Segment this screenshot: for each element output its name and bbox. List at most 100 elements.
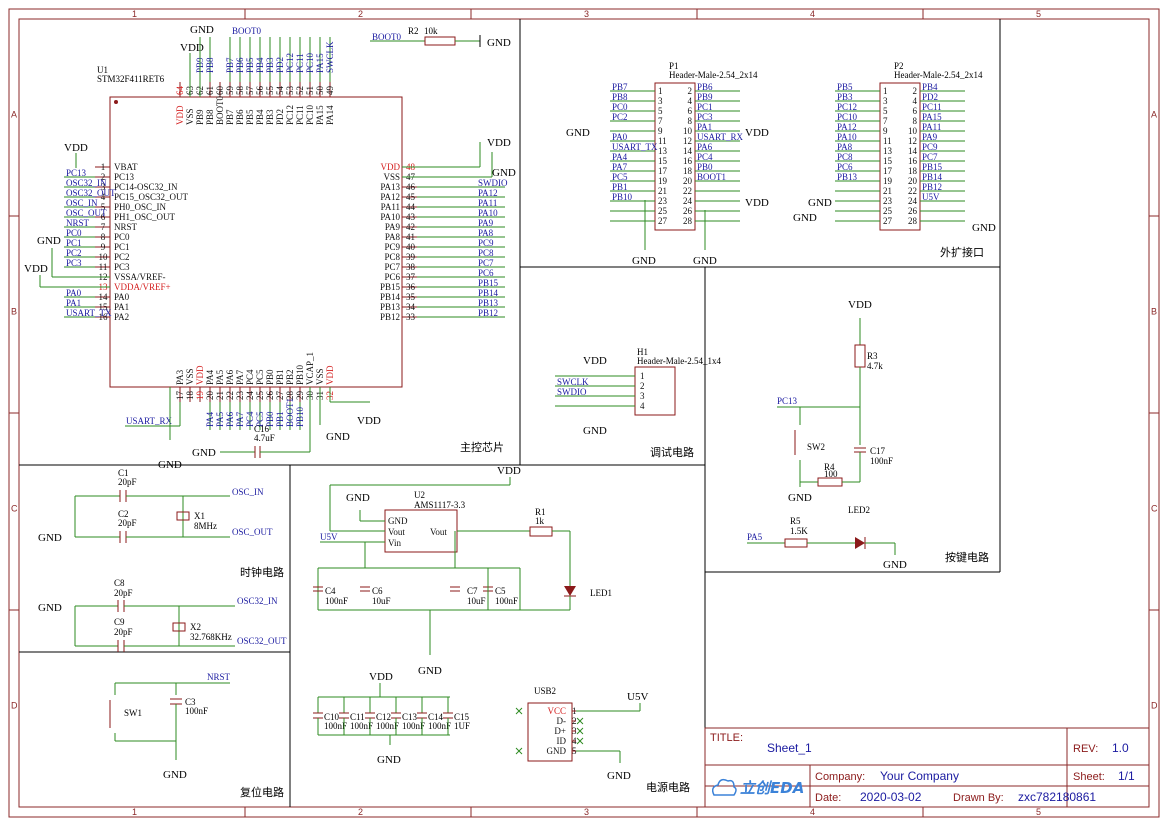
u1-left-net: PC2 <box>66 248 82 258</box>
u1-pin-num: 16 <box>99 312 109 322</box>
u1-pin-num: 38 <box>406 262 416 272</box>
header-pin-num: 3 <box>883 96 888 106</box>
header-pin-num: 20 <box>683 176 693 186</box>
u1-left-net: NRST <box>66 218 90 228</box>
company-label: Company: <box>815 771 865 783</box>
header-left-net: PA4 <box>612 152 628 162</box>
u1-bottom-net: PB0 <box>265 411 275 427</box>
u1-pin-name: PH0_OSC_IN <box>114 202 167 212</box>
u1-bottom-net: PC5 <box>255 411 265 427</box>
u1-left-net: PC1 <box>66 238 82 248</box>
sw1-ref: SW1 <box>124 708 142 718</box>
key-vdd: VDD <box>848 299 872 311</box>
r2-boot0: BOOT0 R2 10k GND <box>370 26 511 49</box>
header-left-net: PA12 <box>837 122 857 132</box>
u1-pin-name: PD2 <box>275 109 285 125</box>
u1-left-net: USART_TX <box>66 308 112 318</box>
header-left-net: PB3 <box>837 92 853 102</box>
c1-value: 20pF <box>118 477 137 487</box>
decoup-cap-value: 100nF <box>350 721 373 731</box>
u1-bottom-net: PA5 <box>215 411 225 427</box>
u1-pin-name: PA14 <box>325 105 335 125</box>
decoup-cap-value: 1UF <box>454 721 470 731</box>
u1-right-net: PB12 <box>478 308 498 318</box>
h1-pin-num: 3 <box>640 391 645 401</box>
header-pin-num: 27 <box>883 216 893 226</box>
u1-pin-name: PB14 <box>380 292 401 302</box>
u1-pin-name: PA6 <box>225 369 235 385</box>
u1-top-net: PC10 <box>305 52 315 73</box>
header-left-net: PC6 <box>837 162 853 172</box>
u1-bottom-pins: PA317USART_RXVSS18VDD19PA420PA4PA521PA5P… <box>125 352 335 430</box>
p1-body <box>654 82 696 231</box>
header-right-net: PC9 <box>922 142 938 152</box>
u1-pin-name: PB12 <box>380 312 400 322</box>
u1-pin-name: PA8 <box>385 232 401 242</box>
h1-body <box>634 366 676 416</box>
r2-ref: R2 <box>408 26 419 36</box>
header-pin-num: 1 <box>883 86 888 96</box>
decoup-cap-ref: C15 <box>454 712 470 722</box>
header-pin-num: 20 <box>908 176 918 186</box>
u1-pin-name: PA4 <box>205 369 215 385</box>
decoup-gnd: GND <box>377 754 401 766</box>
section-title-reset: 复位电路 <box>240 785 284 799</box>
header-pin-num: 5 <box>883 106 888 116</box>
u1-vdd64-label: VDD <box>180 42 204 54</box>
header-pin-num: 17 <box>658 166 668 176</box>
u1-pin-num: 25 <box>255 391 265 401</box>
c4-ref: C4 <box>325 586 336 596</box>
c17-value: 100nF <box>870 456 893 466</box>
header-left-net: USART_TX <box>612 142 658 152</box>
u1-bottom-net: PA7 <box>235 411 245 427</box>
u1-pin-num: 34 <box>406 302 416 312</box>
usb2-u5v: U5V <box>627 691 648 703</box>
u1-pin-name: VDD <box>175 105 185 125</box>
usb2-pin-name: D+ <box>554 726 566 736</box>
p1-part: Header-Male-2.54_2x14 <box>669 70 758 80</box>
u1-left-net: OSC32_OUT <box>66 188 116 198</box>
u1-top-net: SWCLK <box>325 41 335 73</box>
u1-pin1-dot <box>114 100 118 104</box>
p2-gnd-1: GND <box>808 197 832 209</box>
p1-gnd-right: GND <box>693 255 717 267</box>
u1-pin-name: VCAP_1 <box>305 352 315 385</box>
u1-pin-name: PB7 <box>225 109 235 125</box>
header-pin-num: 14 <box>908 146 918 156</box>
u1-left-net: PA0 <box>66 288 82 298</box>
u1-pin-num: 20 <box>205 391 215 401</box>
header-right-net: PB6 <box>697 82 713 92</box>
u1-pin-num: 10 <box>99 252 109 262</box>
header-pin-num: 22 <box>908 186 917 196</box>
header-pin-num: 18 <box>683 166 693 176</box>
u1-right-net: PC6 <box>478 268 494 278</box>
decoup-cap-ref: C10 <box>324 712 340 722</box>
title-block: TITLE: Sheet_1 REV: 1.0 立创EDA Company: Y… <box>704 727 1150 808</box>
u1-vdda-vdd: VDD <box>24 263 48 275</box>
header-left-net: PB13 <box>837 172 858 182</box>
header-left-net: PB8 <box>612 92 628 102</box>
u1-pin-name: PC13 <box>114 172 135 182</box>
u1-pin-num: 15 <box>99 302 109 312</box>
header-pin-num: 19 <box>658 176 668 186</box>
c1-ref: C1 <box>118 468 129 478</box>
date-value: 2020-03-02 <box>860 790 922 804</box>
u1-pin-num: 28 <box>285 391 295 401</box>
u1-part: STM32F411RET6 <box>97 74 165 84</box>
decoup-cap-ref: C13 <box>402 712 418 722</box>
u1-pin-num: 11 <box>99 262 108 272</box>
r2-net: BOOT0 <box>372 32 401 42</box>
decoup-vdd: VDD <box>369 671 393 683</box>
header-pin-num: 6 <box>913 106 918 116</box>
usb2-pin-name: D- <box>557 716 567 726</box>
section-title-clock: 时钟电路 <box>240 565 284 579</box>
u1-pin-name: PA9 <box>385 222 401 232</box>
r1-value: 1k <box>535 516 545 526</box>
led1-ref: LED1 <box>590 588 612 598</box>
header-pin-num: 9 <box>658 126 663 136</box>
u1-pin-num: 58 <box>235 86 245 96</box>
p2-body <box>879 82 921 231</box>
header-pin-num: 7 <box>883 116 888 126</box>
u1-right-net: PB13 <box>478 298 499 308</box>
